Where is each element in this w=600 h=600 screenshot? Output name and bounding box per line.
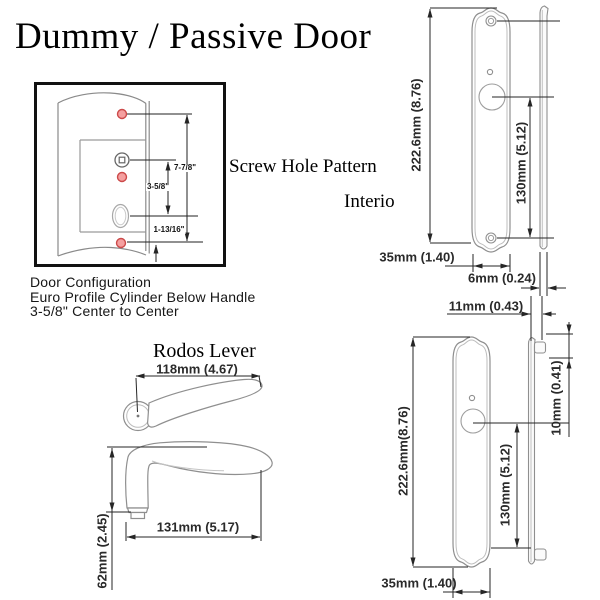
plate-top-width-label: 35mm (1.40) bbox=[379, 249, 455, 265]
lever-side-dimensions bbox=[106, 446, 262, 590]
plate-screw-top bbox=[485, 15, 497, 27]
plate-screw-bottom bbox=[485, 232, 497, 244]
lever-name-heading: Rodos Lever bbox=[153, 340, 256, 362]
interior-side-label: Interio bbox=[344, 191, 395, 212]
plate-bottom-depth-label: 11mm (0.43) bbox=[448, 298, 524, 314]
plate-top-dimensions bbox=[427, 7, 566, 296]
screw-hole-bottom bbox=[115, 237, 127, 249]
plate-top-height-label: 222.6mm (8.76) bbox=[408, 78, 424, 172]
spindle-hole bbox=[114, 152, 130, 168]
door-config-line2: Euro Profile Cylinder Below Handle bbox=[30, 288, 256, 305]
plate-hub-hole bbox=[460, 408, 486, 434]
plate-top-thickness-label: 6mm (0.24) bbox=[468, 270, 536, 286]
screw-hole-pattern-heading: Screw Hole Pattern bbox=[229, 156, 377, 177]
plate-bottom-dimensions bbox=[410, 296, 573, 598]
screw-hole-middle bbox=[116, 171, 128, 183]
dim-center-to-center-label: 3-5/8" bbox=[145, 182, 171, 191]
plate-pin-hole bbox=[486, 68, 494, 76]
plate-pin-hole bbox=[468, 394, 476, 402]
screw-holes bbox=[111, 108, 130, 249]
lever-top-dimensions bbox=[135, 373, 262, 413]
plate-bottom-front bbox=[452, 336, 491, 568]
screw-pattern-box bbox=[34, 82, 226, 267]
plate-bottom-width-label: 35mm (1.40) bbox=[381, 575, 457, 591]
plate-bottom-side bbox=[527, 336, 547, 565]
door-edge-outline bbox=[57, 92, 150, 257]
lever-height-label: 62mm (2.45) bbox=[94, 513, 110, 589]
plate-top-side bbox=[539, 5, 549, 250]
dim-cylinder-to-bottom-label: 1-13/16" bbox=[152, 225, 186, 234]
plate-top-front bbox=[471, 7, 511, 253]
lever-length-side-label: 131mm (5.17) bbox=[156, 519, 240, 535]
screw-hole-top bbox=[116, 108, 128, 120]
lever-length-top-label: 118mm (4.67) bbox=[156, 361, 238, 377]
page-title: Dummy / Passive Door bbox=[15, 16, 372, 57]
lever-side-view bbox=[125, 441, 273, 520]
plate-top-hole-spacing-label: 130mm (5.12) bbox=[513, 121, 529, 205]
dim-top-to-bottom-label: 7-7/8" bbox=[172, 163, 198, 172]
door-config-line1: Door Configuration bbox=[30, 274, 152, 290]
door-configuration-text: Door Configuration Euro Profile Cylinder… bbox=[30, 275, 255, 319]
door-config-line3: 3-5/8" Center to Center bbox=[30, 303, 179, 319]
lever-top-view bbox=[122, 378, 263, 432]
plate-bottom-hole-spacing-label: 130mm (5.12) bbox=[497, 443, 513, 527]
plate-bottom-clip-label: 10mm (0.41) bbox=[548, 360, 564, 436]
plate-bottom-height-label: 222.6mm(8.76) bbox=[395, 406, 411, 496]
